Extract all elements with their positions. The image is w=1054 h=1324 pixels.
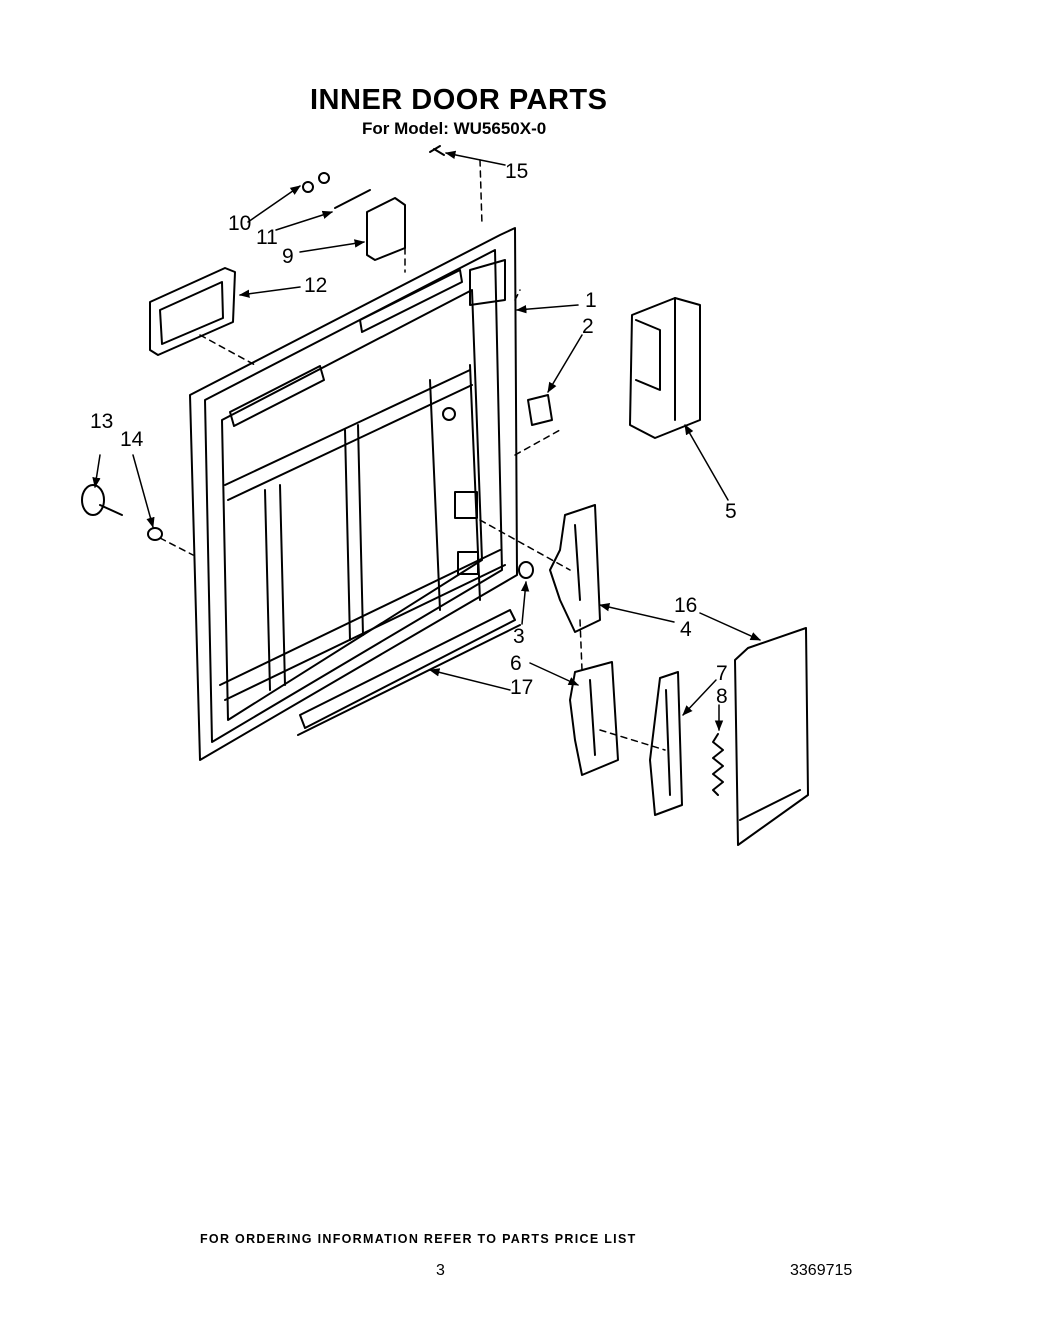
washer-part xyxy=(147,527,163,541)
handle-bracket xyxy=(149,267,236,356)
roller-part xyxy=(518,561,534,579)
dispenser-housing xyxy=(629,297,701,439)
spring-part xyxy=(712,733,724,796)
callout-7: 7 xyxy=(716,662,728,685)
knob-part xyxy=(81,484,105,516)
page-number: 3 xyxy=(436,1262,445,1279)
callout-6: 6 xyxy=(510,652,522,675)
callout-17: 17 xyxy=(510,676,533,699)
inner-door-panel xyxy=(189,227,518,761)
callout-11: 11 xyxy=(256,226,278,249)
nut-part xyxy=(302,181,314,193)
hinge-bracket xyxy=(527,394,553,426)
screw-part xyxy=(429,145,445,156)
callout-16: 16 xyxy=(674,594,697,617)
diagram-title: INNER DOOR PARTS xyxy=(310,84,608,116)
side-panel xyxy=(734,627,809,846)
callout-12: 12 xyxy=(304,274,327,297)
callout-15: 15 xyxy=(505,160,528,183)
ordering-note: FOR ORDERING INFORMATION REFER TO PARTS … xyxy=(200,1232,637,1246)
callout-4: 4 xyxy=(680,618,692,641)
model-subtitle: For Model: WU5650X-0 xyxy=(362,119,547,138)
callout-14: 14 xyxy=(120,428,144,451)
hinge-assembly xyxy=(569,661,619,776)
latch-plate xyxy=(649,671,683,816)
wire-part xyxy=(334,189,371,209)
document-number: 3369715 xyxy=(790,1262,853,1279)
latch-assembly xyxy=(549,504,601,633)
cover-plate xyxy=(366,197,406,261)
callout-1: 1 xyxy=(585,289,597,312)
callout-3: 3 xyxy=(513,625,525,648)
callout-8: 8 xyxy=(716,685,728,708)
callout-9: 9 xyxy=(282,245,294,268)
callout-10: 10 xyxy=(228,212,251,235)
callout-2: 2 xyxy=(582,315,594,338)
callout-13: 13 xyxy=(90,410,113,433)
bottom-trim-strip xyxy=(297,609,521,736)
callout-5: 5 xyxy=(725,500,737,523)
